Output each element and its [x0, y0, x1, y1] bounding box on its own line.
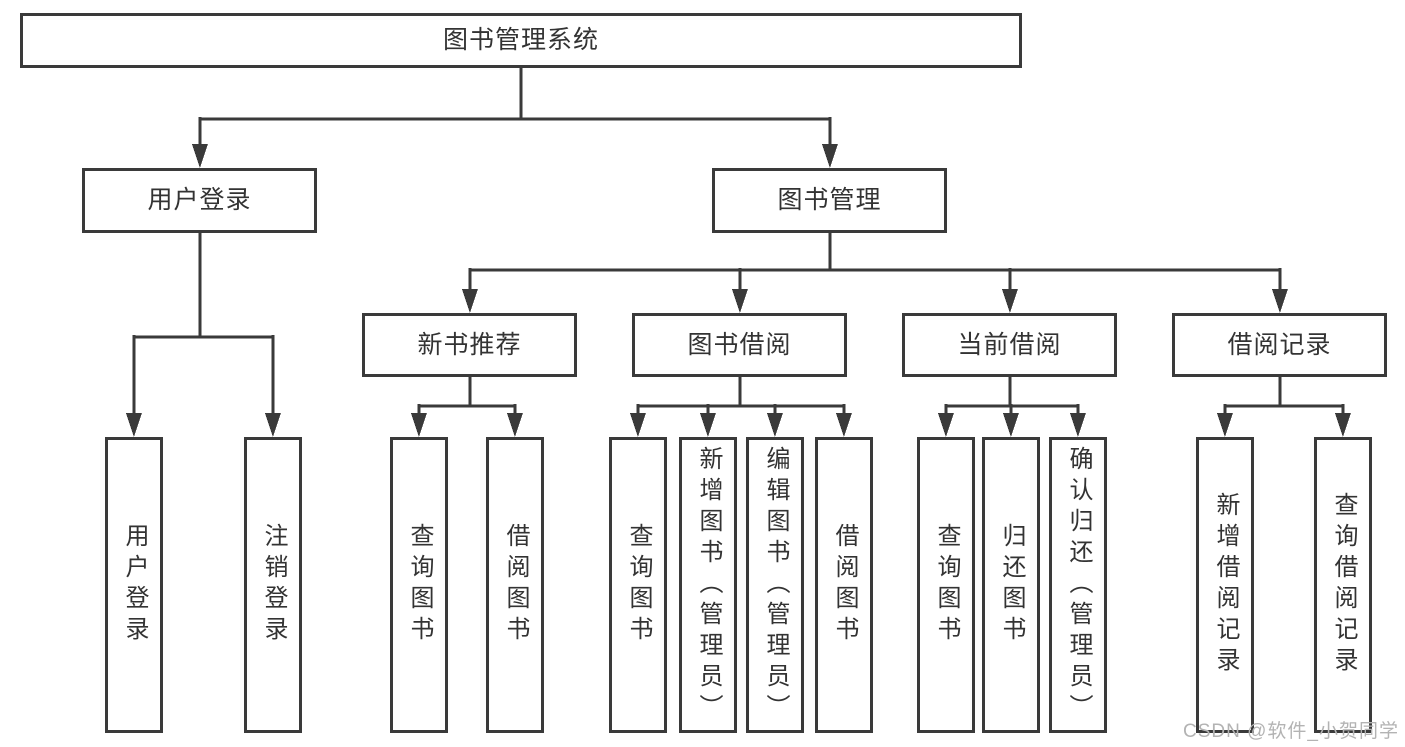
branch-new-book-recommend: 新书推荐 — [362, 313, 577, 377]
leaf-cb-return-books: 归还图书 — [982, 437, 1040, 733]
leaf-bb-edit-books: 编辑图书（管理员） — [746, 437, 804, 733]
leaf-cb-query-books-label: 查询图书 — [933, 523, 960, 647]
branch-book-borrow: 图书借阅 — [632, 313, 847, 377]
leaf-br-add-record-label: 新增借阅记录 — [1212, 492, 1239, 678]
leaf-bb-edit-books-label: 编辑图书（管理员） — [762, 445, 789, 725]
leaf-nb-query-books-label: 查询图书 — [406, 523, 433, 647]
branch-user-login-label: 用户登录 — [147, 186, 252, 214]
leaf-bb-add-books: 新增图书（管理员） — [679, 437, 737, 733]
leaf-user-login-label: 用户登录 — [121, 523, 148, 647]
leaf-nb-borrow-books-label: 借阅图书 — [502, 523, 529, 647]
branch-borrow-records-label: 借阅记录 — [1227, 330, 1332, 359]
leaf-user-login: 用户登录 — [105, 437, 163, 733]
leaf-cb-return-books-label: 归还图书 — [998, 523, 1025, 647]
leaf-logout-label: 注销登录 — [260, 523, 287, 647]
leaf-bb-query-books-label: 查询图书 — [625, 523, 652, 647]
leaf-br-query-record: 查询借阅记录 — [1314, 437, 1372, 733]
branch-user-login: 用户登录 — [82, 168, 317, 233]
leaf-bb-query-books: 查询图书 — [609, 437, 667, 733]
leaf-cb-confirm-return: 确认归还（管理员） — [1049, 437, 1107, 733]
leaf-logout: 注销登录 — [244, 437, 302, 733]
branch-current-borrow-label: 当前借阅 — [957, 330, 1062, 359]
leaf-cb-query-books: 查询图书 — [917, 437, 975, 733]
leaf-br-query-record-label: 查询借阅记录 — [1330, 492, 1357, 678]
leaf-bb-add-books-label: 新增图书（管理员） — [695, 445, 722, 725]
node-root-label: 图书管理系统 — [442, 26, 599, 54]
branch-borrow-records: 借阅记录 — [1172, 313, 1387, 377]
node-root: 图书管理系统 — [20, 13, 1022, 68]
branch-book-management-label: 图书管理 — [777, 186, 882, 214]
leaf-nb-borrow-books: 借阅图书 — [486, 437, 544, 733]
leaf-bb-borrow-books: 借阅图书 — [815, 437, 873, 733]
csdn-watermark: CSDN @软件_小贺同学 — [1183, 721, 1399, 742]
leaf-nb-query-books: 查询图书 — [390, 437, 448, 733]
branch-current-borrow: 当前借阅 — [902, 313, 1117, 377]
branch-book-management: 图书管理 — [712, 168, 947, 233]
leaf-br-add-record: 新增借阅记录 — [1196, 437, 1254, 733]
leaf-cb-confirm-return-label: 确认归还（管理员） — [1065, 445, 1092, 725]
leaf-bb-borrow-books-label: 借阅图书 — [831, 523, 858, 647]
branch-new-book-recommend-label: 新书推荐 — [417, 330, 522, 359]
branch-book-borrow-label: 图书借阅 — [687, 330, 792, 359]
